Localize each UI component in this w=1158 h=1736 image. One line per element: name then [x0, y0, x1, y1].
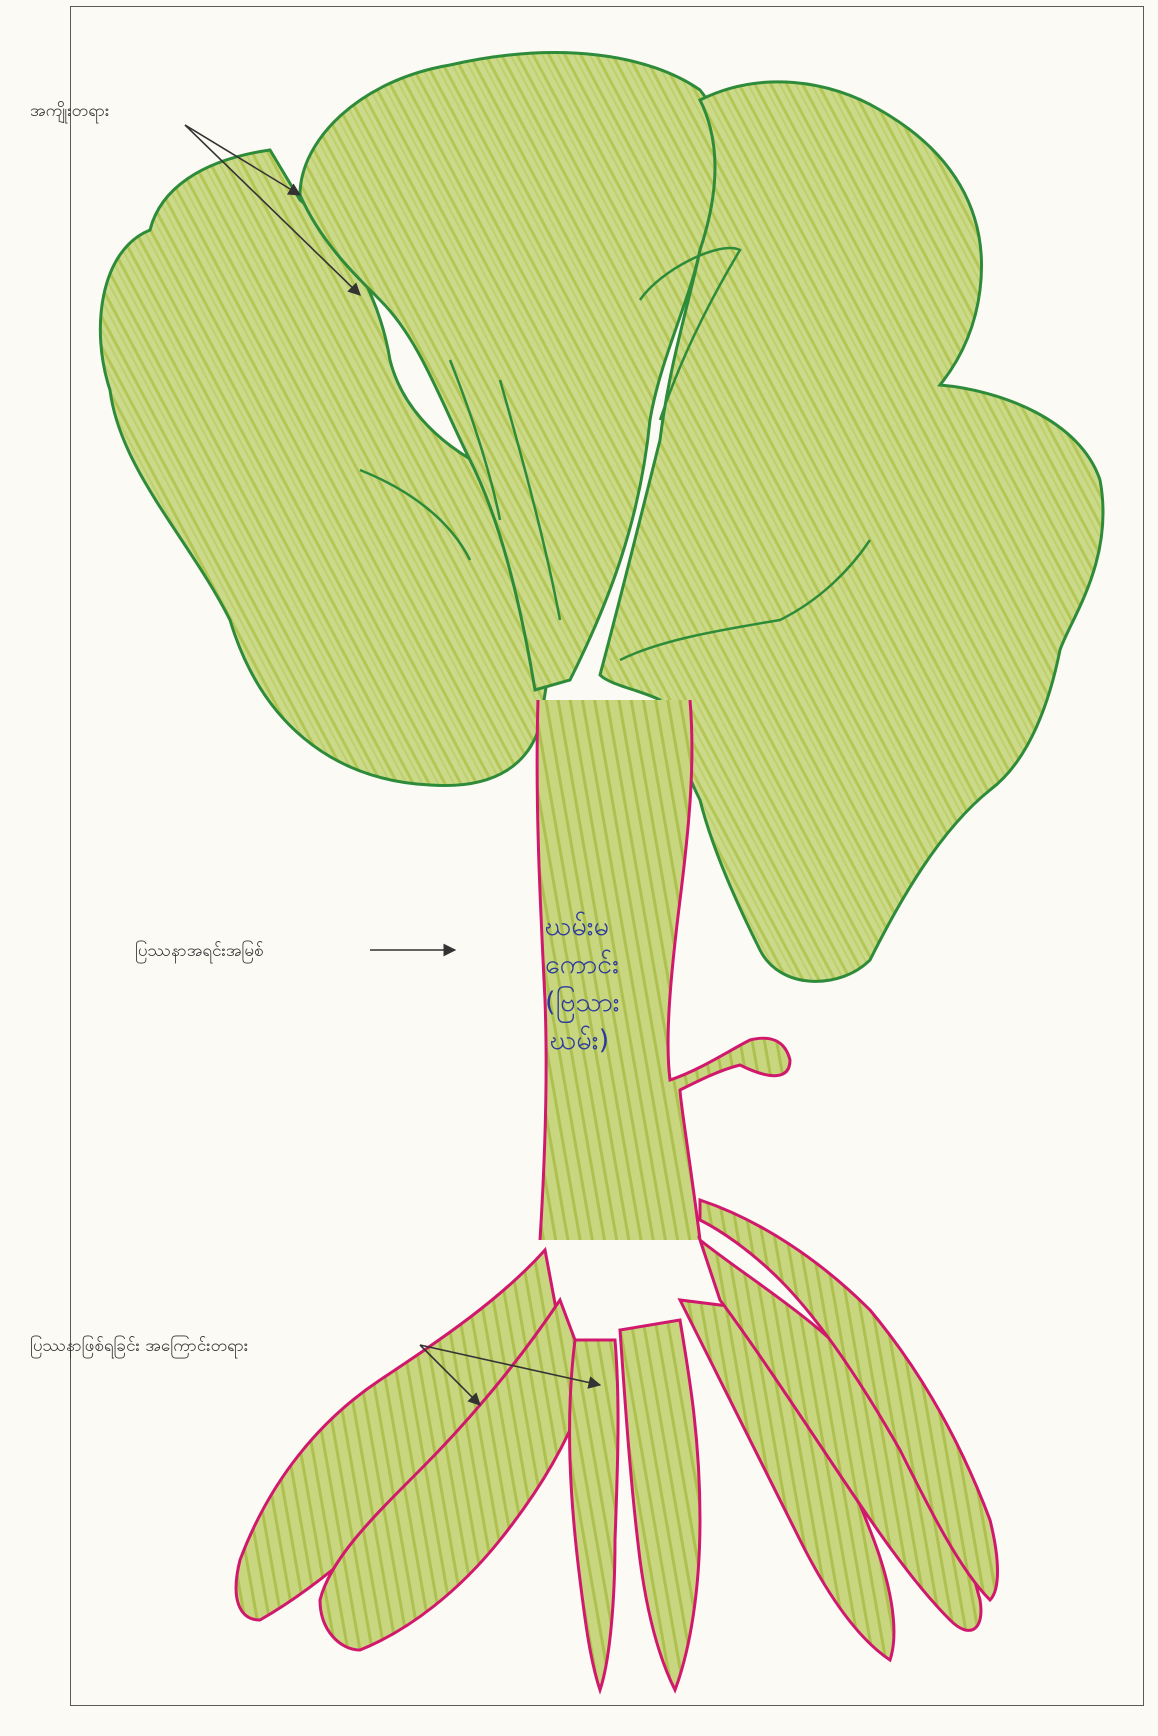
trunk-text-line4: ဃမ်း) — [550, 1025, 609, 1056]
label-fruits: အကျိုးတရား — [30, 100, 109, 125]
label-causes: ပြဿနာဖြစ်ရခြင်း အကြောင်းတရား — [30, 1335, 248, 1360]
tree-roots — [236, 1200, 997, 1690]
root-center-left — [570, 1340, 618, 1690]
trunk-text-line3: (ဗြသား — [545, 985, 620, 1023]
trunk-text-line1: ဃမ်းမ — [545, 911, 609, 942]
root-center — [620, 1320, 700, 1690]
trunk-text-line2: ကောင်း — [545, 949, 619, 980]
label-core-problem: ပြဿနာအရင်းအမြစ် — [135, 940, 264, 965]
